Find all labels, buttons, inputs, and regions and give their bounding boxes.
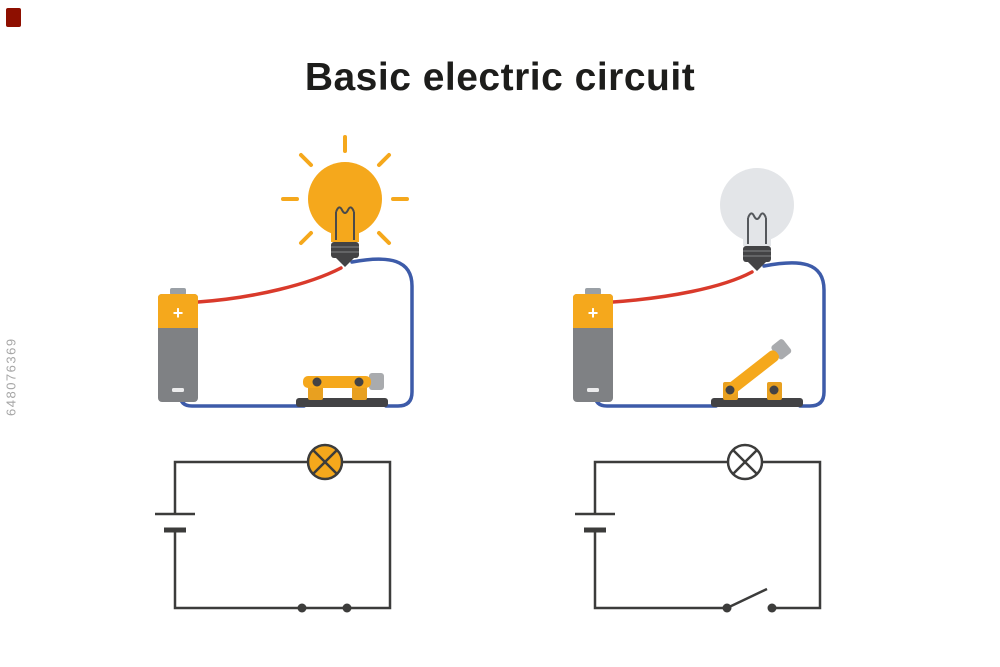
circuit-on-illustration: + (158, 135, 414, 408)
open-switch-icon (711, 339, 803, 407)
battery-minus-mark (587, 388, 599, 392)
schematic-wire (173, 460, 392, 610)
bulb-base (743, 246, 771, 271)
light-rays-icon (281, 135, 409, 245)
battery-icon: + (573, 288, 613, 402)
battery-icon: + (158, 288, 198, 402)
schematic-wire (593, 530, 727, 610)
schematic-wire (173, 460, 308, 514)
lamp-circle-x-symbol (306, 443, 344, 481)
battery-minus-mark (172, 388, 184, 392)
schematic-wire (762, 460, 822, 610)
schematic-circuit-open (575, 443, 822, 613)
unlit-bulb-icon (720, 168, 794, 271)
lamp-circle-x-symbol (726, 443, 764, 481)
bulb-filament (335, 206, 355, 240)
blue-wire-left (593, 388, 718, 408)
switch-contact-symbol-open (722, 587, 777, 613)
bulb-filament (747, 212, 767, 244)
schematic-wire (593, 460, 728, 514)
lit-bulb-icon (308, 162, 382, 267)
page-title: Basic electric circuit (304, 56, 696, 99)
red-wire (611, 270, 754, 304)
closed-switch-icon (296, 373, 388, 407)
blue-wire-left (178, 388, 306, 408)
blue-wire-right (762, 261, 826, 408)
blue-wire-right (350, 257, 414, 408)
schematic-circuit-closed (155, 443, 392, 613)
battery-cell-symbol (155, 512, 195, 533)
battery-plus-label: + (173, 303, 184, 323)
red-wire (196, 266, 343, 304)
switch-contact-symbol-closed (297, 603, 352, 613)
circuit-off-illustration: + (573, 168, 826, 408)
battery-plus-label: + (588, 303, 599, 323)
bulb-base (331, 242, 359, 267)
stock-logo-icon (6, 8, 21, 27)
battery-cell-symbol (575, 512, 615, 533)
